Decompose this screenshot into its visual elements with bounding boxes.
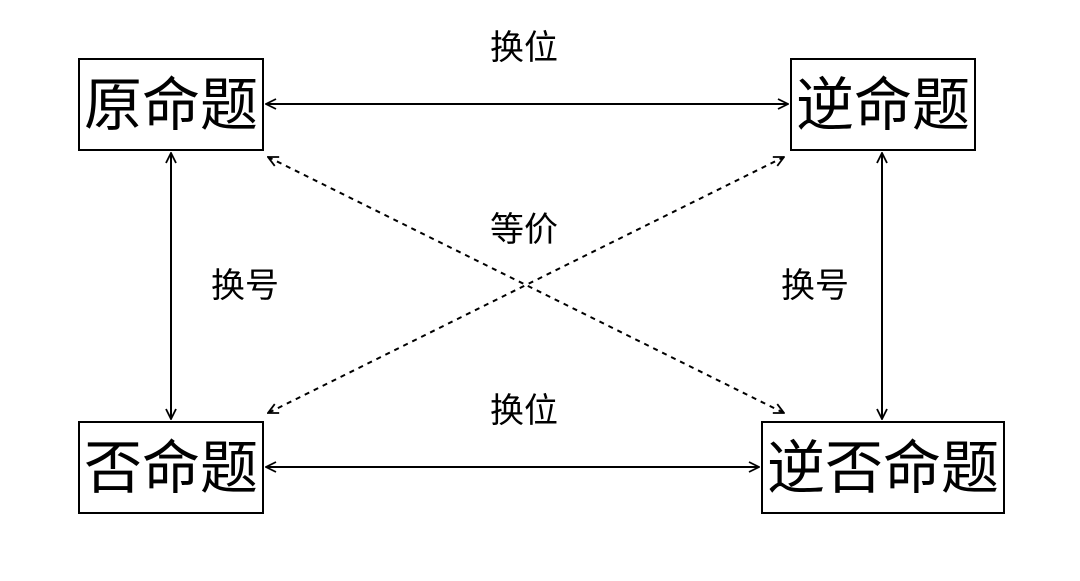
- node-contrapositive-proposition: 逆否命题: [761, 421, 1005, 514]
- node-inverse-proposition: 否命题: [78, 421, 264, 514]
- node-inverse-label: 否命题: [83, 433, 258, 502]
- node-converse-proposition: 逆命题: [790, 58, 976, 151]
- edge-diagonal-converse-inverse: [268, 157, 784, 413]
- node-original-label: 原命题: [83, 70, 258, 139]
- edge-label-bottom: 换位: [490, 391, 558, 431]
- node-contrapositive-label: 逆否命题: [766, 433, 999, 502]
- edge-label-right: 换号: [781, 266, 849, 306]
- edge-label-top: 换位: [490, 28, 558, 68]
- edge-label-left: 换号: [211, 266, 279, 306]
- node-converse-label: 逆命题: [795, 70, 970, 139]
- node-original-proposition: 原命题: [78, 58, 264, 151]
- edge-label-diagonals: 等价: [490, 210, 558, 250]
